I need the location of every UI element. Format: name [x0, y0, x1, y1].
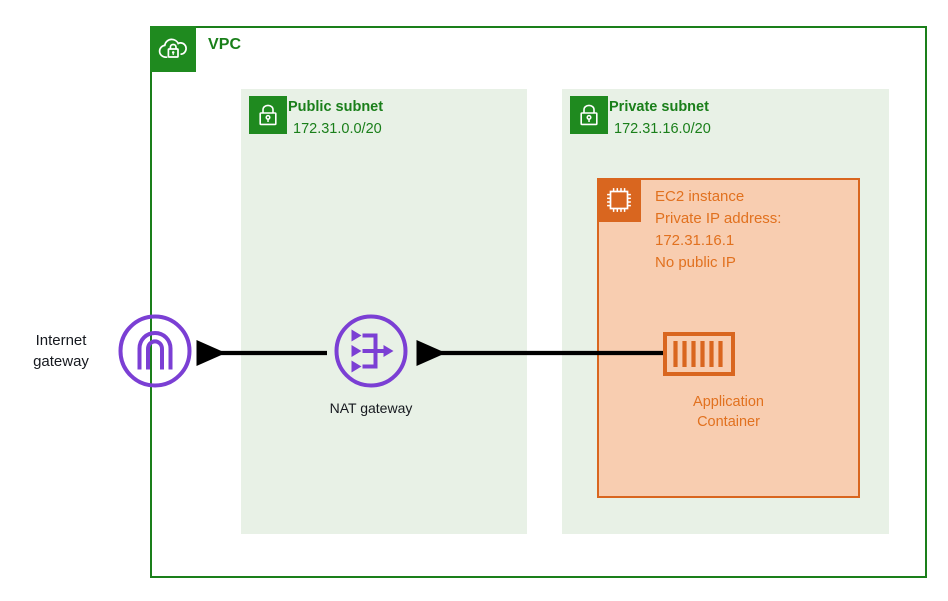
public-subnet-box	[241, 89, 527, 534]
private-subnet-name: Private subnet	[609, 99, 709, 115]
nat-gateway-icon	[333, 313, 409, 389]
container-label-line2: Container	[697, 414, 760, 431]
ec2-private-ip-label: Private IP address:	[655, 210, 782, 228]
ec2-private-ip-value: 172.31.16.1	[655, 232, 735, 250]
ec2-chip-icon	[607, 188, 631, 212]
ec2-title: EC2 instance	[655, 188, 745, 205]
public-subnet-cidr: 172.31.0.0/20	[293, 121, 382, 138]
nat-gateway-label: NAT gateway	[329, 400, 413, 416]
public-subnet-name: Public subnet	[288, 99, 384, 115]
application-container-label: Application Container	[597, 392, 860, 433]
application-container-icon	[663, 332, 735, 376]
public-subnet-label: Public subnet 172.31.0.0/20	[288, 96, 383, 141]
public-subnet-icon-badge	[249, 96, 287, 134]
internet-gateway-label: Internet gateway	[12, 330, 110, 372]
ec2-icon-badge	[597, 178, 641, 222]
vpc-cloud-lock-icon	[158, 38, 187, 59]
ec2-instance-details: EC2 instance Private IP address: 172.31.…	[655, 186, 781, 274]
vpc-icon-badge	[150, 26, 196, 72]
private-subnet-label: Private subnet 172.31.16.0/20	[609, 96, 711, 141]
private-subnet-cidr: 172.31.16.0/20	[614, 121, 711, 138]
private-subnet-icon-badge	[570, 96, 608, 134]
vpc-boundary	[150, 26, 927, 578]
igw-label-line2: gateway	[33, 353, 89, 370]
internet-gateway-icon	[117, 313, 193, 389]
container-label-line1: Application	[693, 394, 764, 410]
lock-icon	[580, 104, 598, 126]
lock-icon	[259, 104, 277, 126]
ec2-public-ip-status: No public IP	[655, 254, 736, 272]
vpc-label: VPC	[208, 36, 242, 53]
ec2-instance-box	[597, 178, 860, 498]
igw-label-line1: Internet	[35, 332, 87, 349]
